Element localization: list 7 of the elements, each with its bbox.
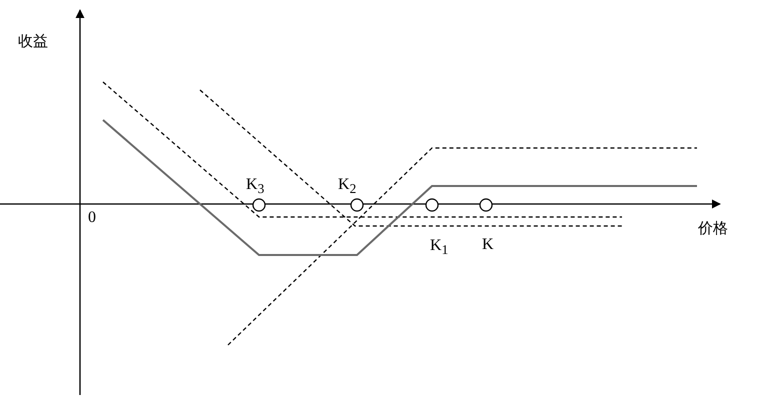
strike-label: K$_{1}$ [430,237,448,260]
axis-label: 价格 [698,219,728,237]
origin-label: 0 [88,209,96,227]
strike-label: K$_{3}$ [246,176,264,198]
strike-label: K$_{2}$ [338,176,356,198]
axis-label: 收益 [18,32,48,50]
strike-label: K [482,236,494,254]
